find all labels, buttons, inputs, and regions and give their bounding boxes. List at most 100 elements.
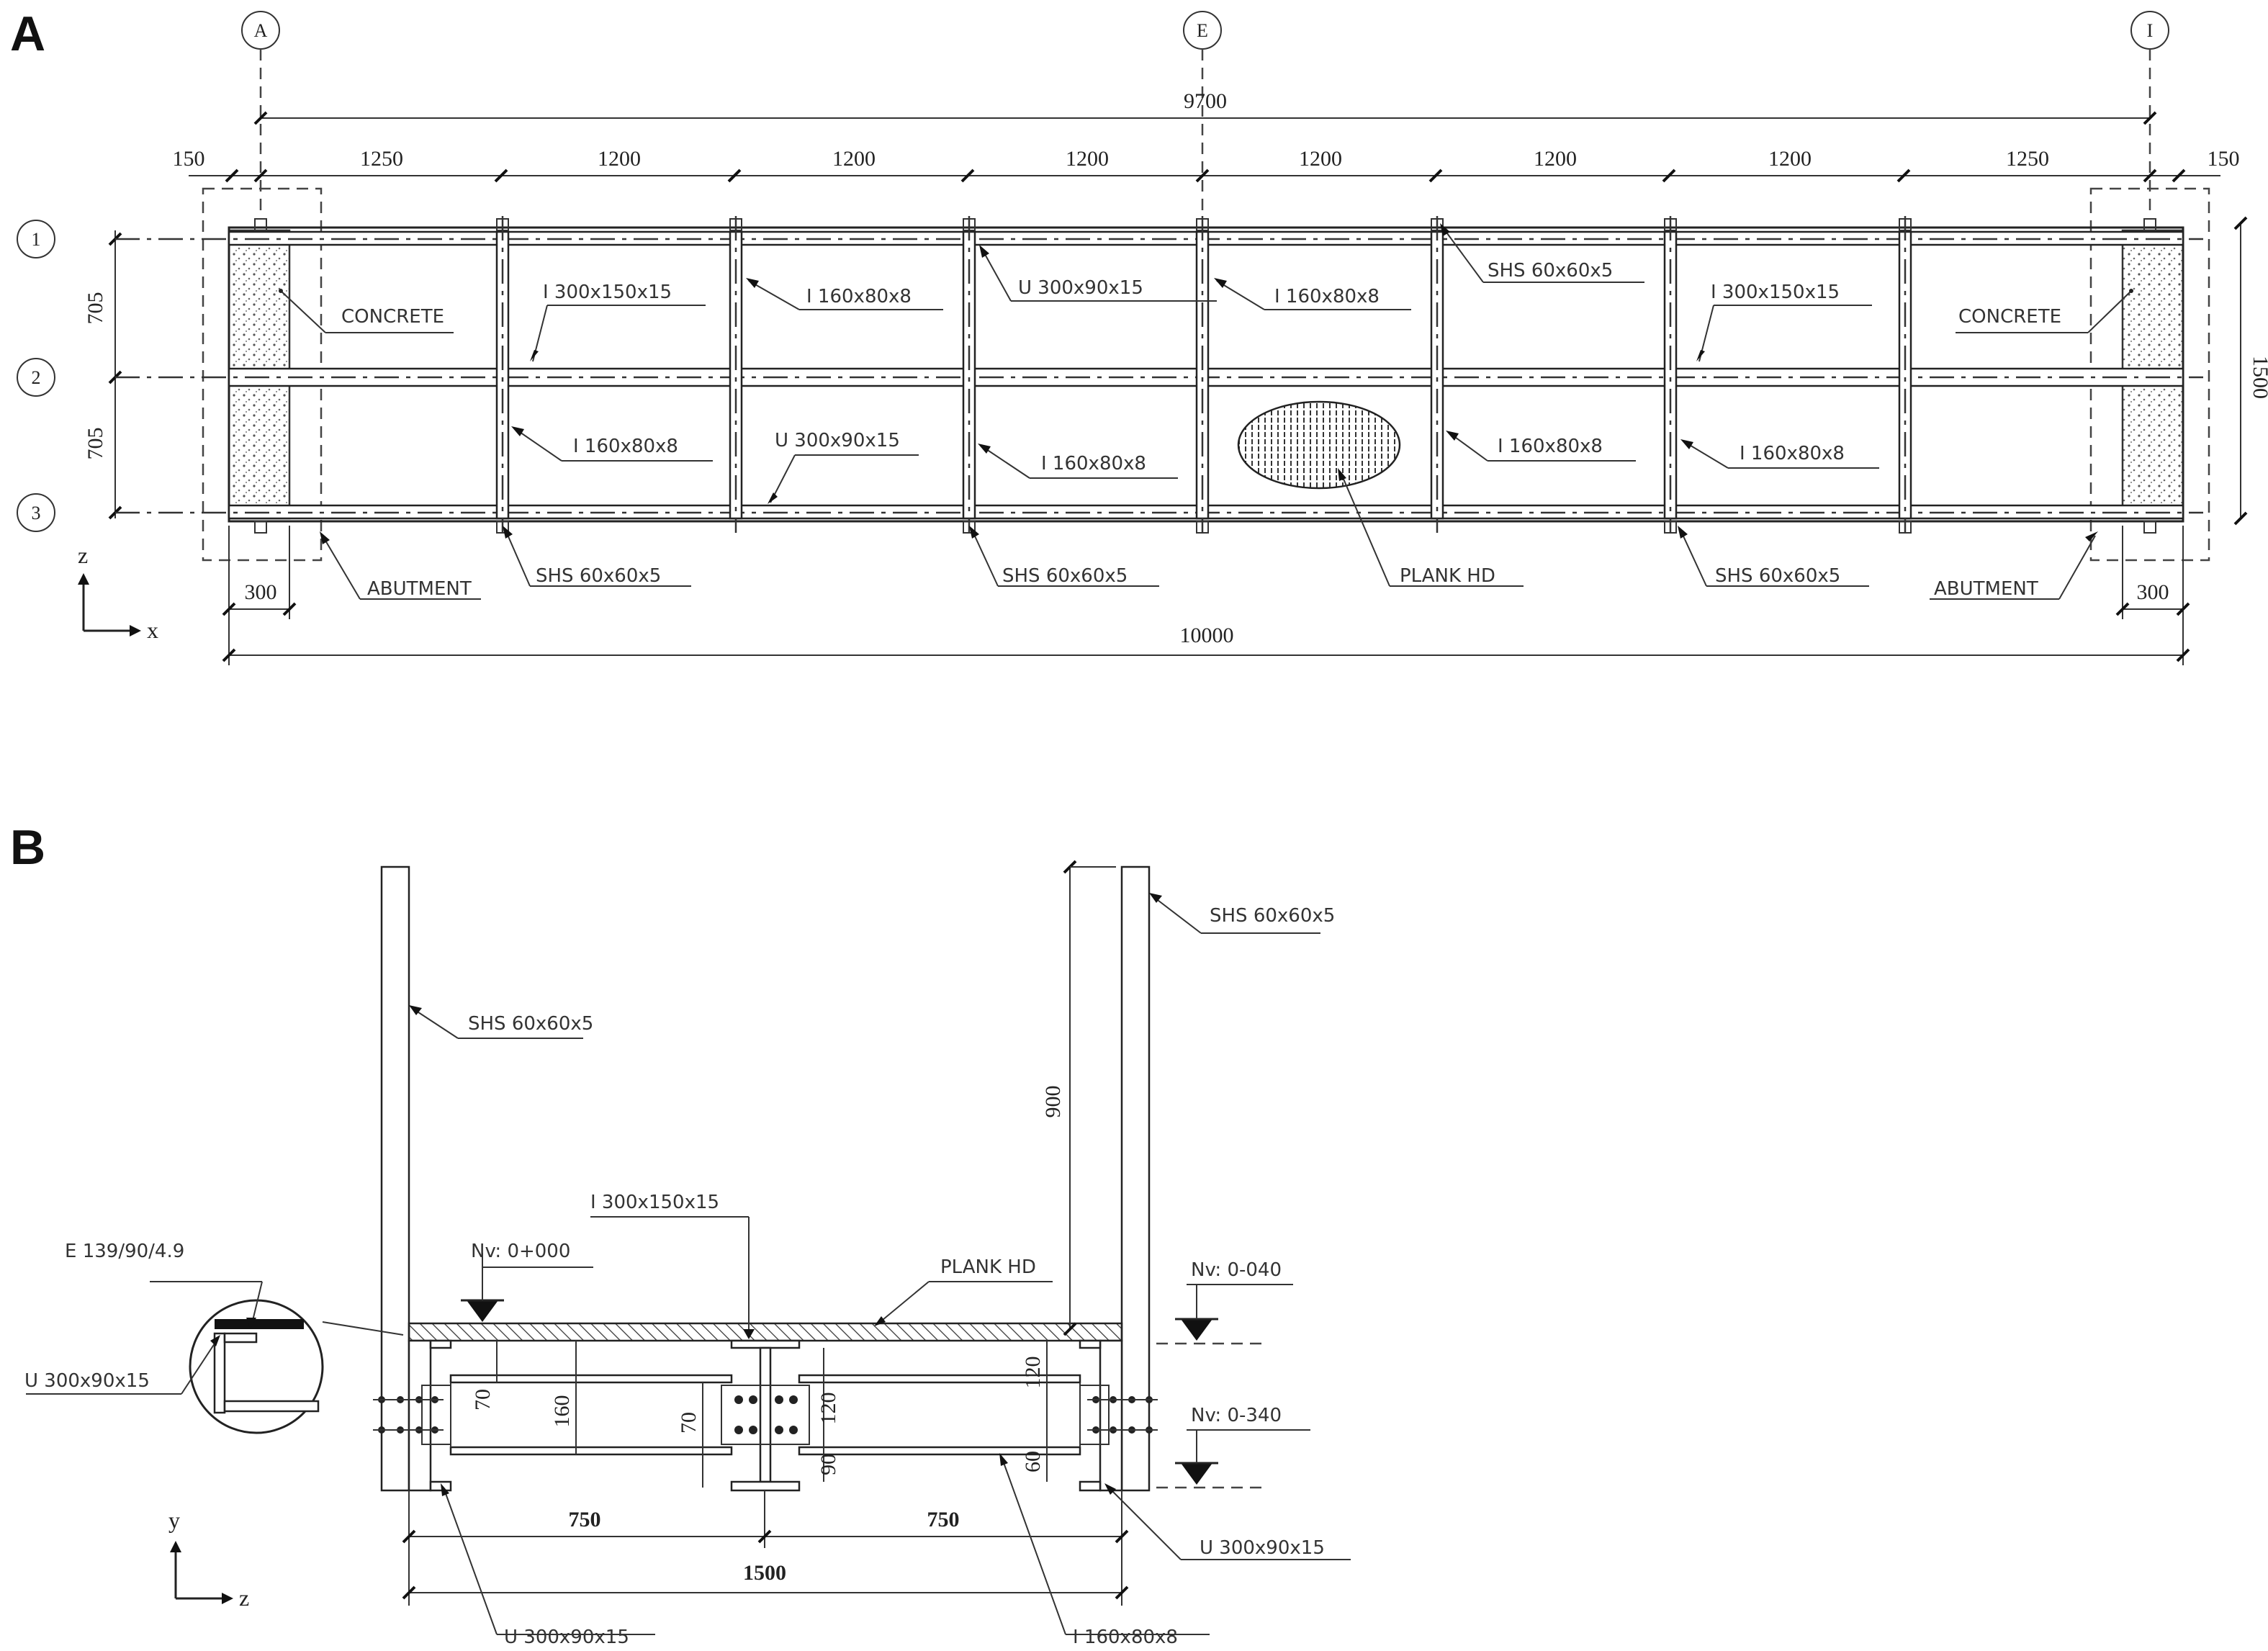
post-left <box>380 865 410 1492</box>
svg-text:1250: 1250 <box>2006 147 2049 171</box>
svg-text:300: 300 <box>2137 580 2169 604</box>
svg-text:160: 160 <box>550 1395 574 1428</box>
label-concrete-left: CONCRETE <box>279 289 454 333</box>
svg-text:Nv: 0-340: Nv: 0-340 <box>1191 1405 1282 1426</box>
svg-text:1200: 1200 <box>1299 147 1342 171</box>
svg-text:SHS 60x60x5: SHS 60x60x5 <box>1210 905 1335 927</box>
axes-a: z x <box>78 542 158 643</box>
svg-text:9700: 9700 <box>1184 89 1227 113</box>
svg-text:I: I <box>2147 20 2154 41</box>
label-u300-bot: U 300x90x15 <box>768 430 919 504</box>
svg-text:705: 705 <box>84 428 107 460</box>
svg-text:120: 120 <box>816 1393 840 1425</box>
svg-text:I 160x80x8: I 160x80x8 <box>806 286 912 307</box>
dim-right-offset: 150 <box>2208 147 2240 171</box>
svg-text:ABUTMENT: ABUTMENT <box>1934 578 2038 600</box>
dim-abutment-width-right: 300 <box>2115 526 2190 619</box>
svg-text:70: 70 <box>471 1389 495 1411</box>
svg-text:y: y <box>168 1507 180 1533</box>
label-u300-bottom-left: U 300x90x15 <box>441 1483 655 1648</box>
svg-text:1200: 1200 <box>1768 147 1812 171</box>
label-shs-bot-3: SHS 60x60x5 <box>1678 526 1869 587</box>
svg-text:I 160x80x8: I 160x80x8 <box>1073 1627 1178 1648</box>
svg-text:I 300x150x15: I 300x150x15 <box>543 282 672 303</box>
label-concrete-right: CONCRETE <box>1956 289 2133 333</box>
label-i300-left: I 300x150x15 <box>530 282 706 362</box>
svg-text:ABUTMENT: ABUTMENT <box>367 578 472 600</box>
svg-text:750: 750 <box>569 1508 601 1531</box>
svg-text:E 139/90/4.9: E 139/90/4.9 <box>65 1241 184 1262</box>
svg-text:300: 300 <box>245 580 277 604</box>
label-i160-bottom: I 160x80x8 <box>999 1453 1210 1648</box>
dim-bay-spans: 150 1250 1200 1200 1200 1200 1200 1200 1… <box>173 147 2240 183</box>
post-right <box>1120 865 1151 1492</box>
svg-text:CONCRETE: CONCRETE <box>341 306 444 328</box>
dim-internal-left: 70 160 <box>471 1341 577 1454</box>
svg-text:I 160x80x8: I 160x80x8 <box>1041 453 1146 474</box>
svg-text:CONCRETE: CONCRETE <box>1958 306 2061 328</box>
level-marker-0340: Nv: 0-340 <box>1156 1405 1310 1489</box>
label-shs-left: SHS 60x60x5 <box>409 1005 593 1039</box>
label-u300-top: U 300x90x15 <box>979 245 1217 302</box>
panel-letter-a: A <box>10 6 45 61</box>
longitudinal-beams <box>115 230 2203 520</box>
label-i160-top-1: I 160x80x8 <box>746 278 943 310</box>
dim-internal-mid: 70 120 90 <box>677 1348 840 1488</box>
label-i300-b: I 300x150x15 <box>590 1192 755 1339</box>
axes-b: y z <box>168 1507 249 1611</box>
label-shs-right: SHS 60x60x5 <box>1149 893 1335 934</box>
grid-bubble-i: I <box>2130 11 2169 216</box>
dim-overall-span: 9700 <box>253 89 2157 125</box>
label-abutment-left: ABUTMENT <box>320 531 481 600</box>
dim-internal-right: 120 60 <box>1021 1341 1048 1482</box>
svg-text:1200: 1200 <box>832 147 876 171</box>
label-i160-bot-2: I 160x80x8 <box>978 444 1178 479</box>
label-i160-bot-3: I 160x80x8 <box>1446 431 1636 462</box>
svg-text:U 300x90x15: U 300x90x15 <box>1018 277 1143 299</box>
label-i160-bot-1: I 160x80x8 <box>511 426 713 462</box>
svg-text:I 300x150x15: I 300x150x15 <box>590 1192 719 1213</box>
svg-text:I 160x80x8: I 160x80x8 <box>1740 443 1845 464</box>
svg-text:U 300x90x15: U 300x90x15 <box>775 430 900 451</box>
panel-a: A A E I 9700 <box>10 6 2268 665</box>
svg-text:1200: 1200 <box>1534 147 1577 171</box>
svg-text:70: 70 <box>677 1412 701 1434</box>
svg-text:SHS 60x60x5: SHS 60x60x5 <box>1715 565 1840 587</box>
bolted-connections <box>373 1385 1158 1445</box>
label-plank-b: PLANK HD <box>874 1256 1053 1326</box>
svg-text:1250: 1250 <box>360 147 403 171</box>
grid-bubble-3: 3 <box>17 493 55 532</box>
label-i160-bot-4: I 160x80x8 <box>1680 439 1879 469</box>
svg-text:I 160x80x8: I 160x80x8 <box>1274 286 1380 307</box>
svg-text:PLANK HD: PLANK HD <box>940 1256 1036 1278</box>
dim-total-b: 1500 <box>402 1561 1129 1600</box>
svg-text:1200: 1200 <box>1066 147 1109 171</box>
dim-total-width: 1500 <box>2233 216 2268 526</box>
svg-text:U 300x90x15: U 300x90x15 <box>504 1627 629 1648</box>
svg-text:Nv: 0+000: Nv: 0+000 <box>471 1241 570 1262</box>
dim-half-widths: 750 750 <box>402 1490 1129 1606</box>
plank-hd-symbol <box>1237 400 1401 490</box>
svg-text:1: 1 <box>32 229 41 250</box>
label-e-section: E 139/90/4.9 <box>65 1241 263 1329</box>
grid-bubble-a: A <box>241 11 280 216</box>
label-abutment-right: ABUTMENT <box>1930 531 2098 600</box>
svg-text:I 300x150x15: I 300x150x15 <box>1711 282 1840 303</box>
svg-text:U 300x90x15: U 300x90x15 <box>1200 1537 1325 1559</box>
svg-text:Nv: 0-040: Nv: 0-040 <box>1191 1259 1282 1281</box>
label-u300-detail: U 300x90x15 <box>24 1335 220 1395</box>
shs-posts <box>254 218 2156 534</box>
svg-text:z: z <box>78 542 88 568</box>
svg-text:SHS 60x60x5: SHS 60x60x5 <box>1488 260 1613 282</box>
svg-text:U 300x90x15: U 300x90x15 <box>24 1370 150 1392</box>
grid-bubble-1: 1 <box>17 220 55 258</box>
label-plank-hd: PLANK HD <box>1338 468 1524 587</box>
grid-bubble-e: E <box>1183 11 1222 216</box>
transverse-beams <box>495 216 1912 533</box>
svg-text:x: x <box>147 617 158 643</box>
svg-text:1500: 1500 <box>743 1561 786 1585</box>
level-marker-0000: Nv: 0+000 <box>461 1241 593 1322</box>
svg-text:SHS 60x60x5: SHS 60x60x5 <box>1002 565 1128 587</box>
svg-text:900: 900 <box>1041 1086 1065 1118</box>
